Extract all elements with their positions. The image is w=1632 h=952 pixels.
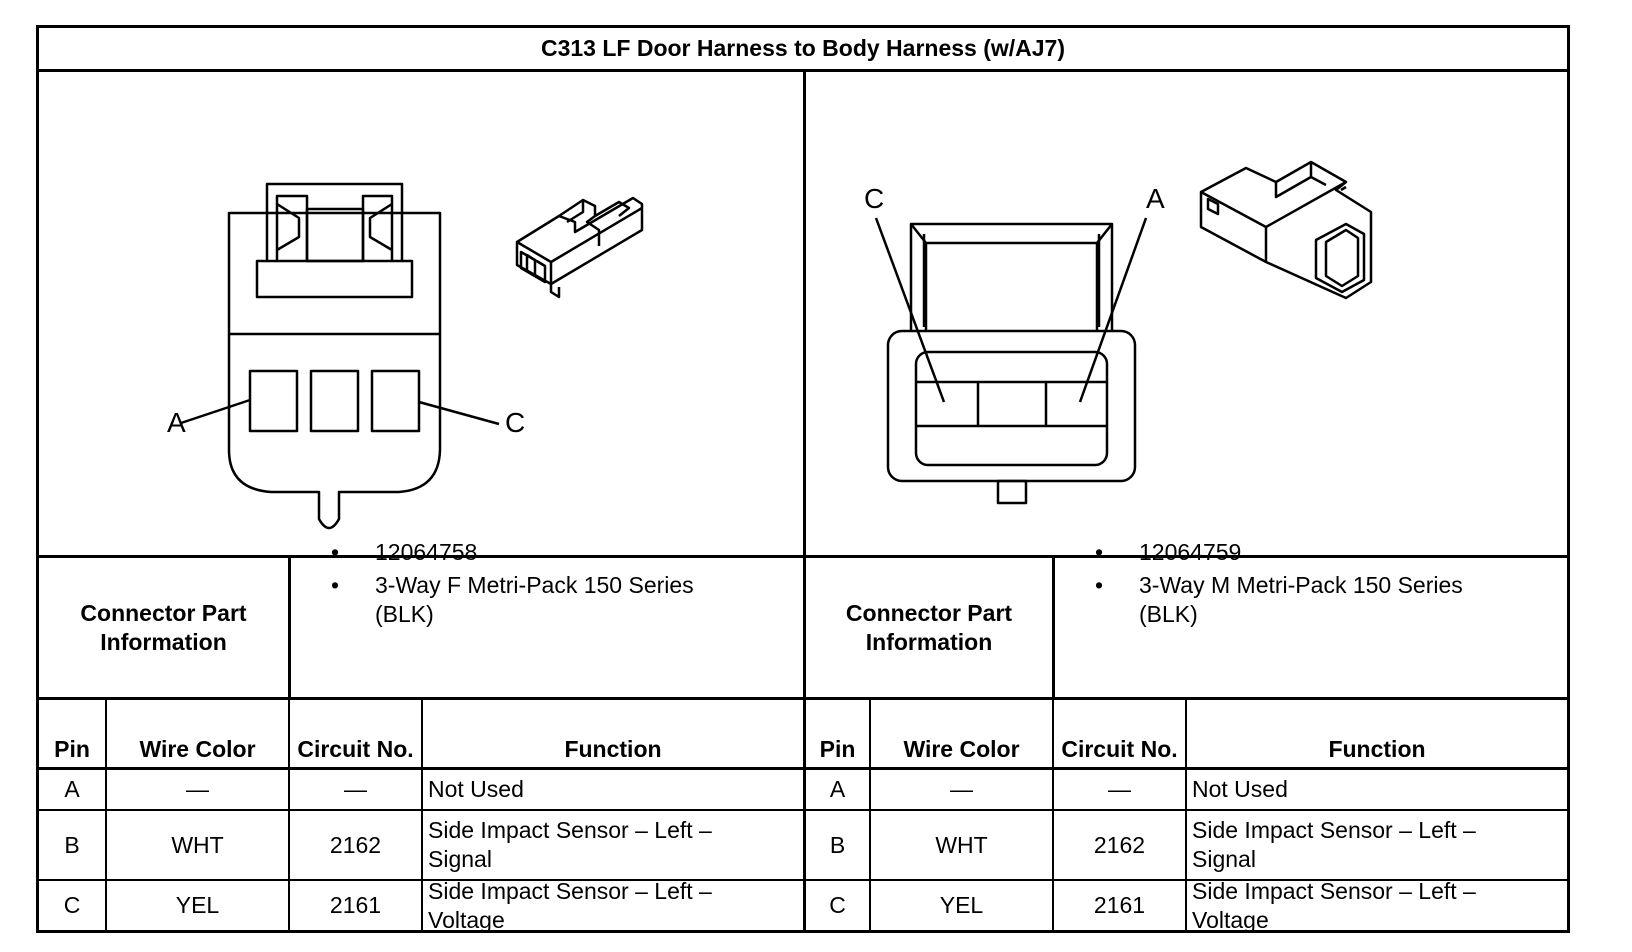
table-cell: B xyxy=(829,831,846,858)
left-header-circuit: Circuit No. xyxy=(297,736,414,762)
table-cell: — xyxy=(950,776,973,802)
table-cell: 2161 xyxy=(1093,892,1146,918)
right-part-series: •3-Way M Metri-Pack 150 Series (BLK) xyxy=(1073,571,1553,629)
table-cell: — xyxy=(344,776,367,802)
left-part-number: •12064758 xyxy=(331,539,478,565)
divider-table-top xyxy=(39,697,1567,700)
right-header-circuit: Circuit No. xyxy=(1061,736,1178,762)
right-header-function: Function xyxy=(1328,736,1426,762)
table-cell: C xyxy=(63,892,81,918)
table-cell: 2162 xyxy=(1093,831,1146,858)
left-header-function: Function xyxy=(564,736,662,762)
left-part-info-list: •12064758 •3-Way F Metri-Pack 150 Series… xyxy=(309,538,789,629)
right-connector-part-label: Connector Part Information xyxy=(845,599,1013,655)
left-col-line-2 xyxy=(288,700,290,930)
female-connector-drawing: A C xyxy=(167,182,644,530)
page-title: C313 LF Door Harness to Body Harness (w/… xyxy=(39,28,1567,72)
right-connector-diagram: C A xyxy=(806,72,1567,556)
table-cell: WHT xyxy=(171,831,224,858)
right-col-line-1 xyxy=(869,700,871,930)
left-part-number-text: 12064758 xyxy=(375,539,478,565)
right-part-info-list: •12064759 •3-Way M Metri-Pack 150 Series… xyxy=(1073,538,1553,629)
right-part-series-text: 3-Way M Metri-Pack 150 Series (BLK) xyxy=(1139,572,1463,627)
left-connector-part-label: Connector Part Information xyxy=(80,599,247,655)
table-cell: A xyxy=(829,776,846,802)
left-col-line-3 xyxy=(421,700,423,930)
right-label-a: A xyxy=(1146,183,1165,214)
divider-row-b xyxy=(39,879,1567,881)
left-cpi-divider xyxy=(288,558,291,697)
table-cell: 2161 xyxy=(329,892,382,918)
right-label-c: C xyxy=(864,183,884,214)
table-cell: YEL xyxy=(175,892,220,918)
table-cell: Side Impact Sensor – Left – Voltage xyxy=(428,877,712,933)
table-cell: 2162 xyxy=(329,831,382,858)
right-col-line-3 xyxy=(1185,700,1187,930)
right-part-number-text: 12064759 xyxy=(1139,539,1242,565)
right-cpi-divider xyxy=(1052,558,1055,697)
left-header-wire-color: Wire Color xyxy=(139,736,256,762)
right-part-number: •12064759 xyxy=(1095,539,1242,565)
table-cell: Not Used xyxy=(428,776,524,802)
table-cell: WHT xyxy=(935,831,988,858)
table-cell: Side Impact Sensor – Left – Signal xyxy=(428,817,712,872)
center-divider xyxy=(803,72,806,930)
male-connector-drawing: C A xyxy=(864,160,1373,505)
right-header-pin: Pin xyxy=(819,736,856,762)
table-cell: — xyxy=(186,776,209,802)
divider-header-bottom xyxy=(39,767,1567,770)
left-connector-diagram: A C xyxy=(39,72,803,556)
table-cell: C xyxy=(829,892,846,918)
left-label-a: A xyxy=(167,407,186,438)
right-col-line-2 xyxy=(1052,700,1054,930)
table-cell: — xyxy=(1108,776,1131,802)
table-cell: Not Used xyxy=(1192,776,1288,802)
left-part-series-text: 3-Way F Metri-Pack 150 Series (BLK) xyxy=(375,572,694,627)
left-label-c: C xyxy=(505,407,525,438)
table-cell: Side Impact Sensor – Left – Voltage xyxy=(1192,877,1476,933)
left-col-line-1 xyxy=(105,700,107,930)
divider-diagram-bottom xyxy=(39,555,1567,558)
divider-row-a xyxy=(39,809,1567,811)
connector-sheet: C313 LF Door Harness to Body Harness (w/… xyxy=(36,25,1570,933)
left-part-series: •3-Way F Metri-Pack 150 Series (BLK) xyxy=(309,571,789,629)
table-cell: B xyxy=(64,831,80,858)
table-cell: A xyxy=(64,776,80,802)
right-header-wire-color: Wire Color xyxy=(903,736,1020,762)
table-cell: YEL xyxy=(939,892,984,918)
table-cell: Side Impact Sensor – Left – Signal xyxy=(1192,817,1476,872)
left-header-pin: Pin xyxy=(54,736,90,762)
